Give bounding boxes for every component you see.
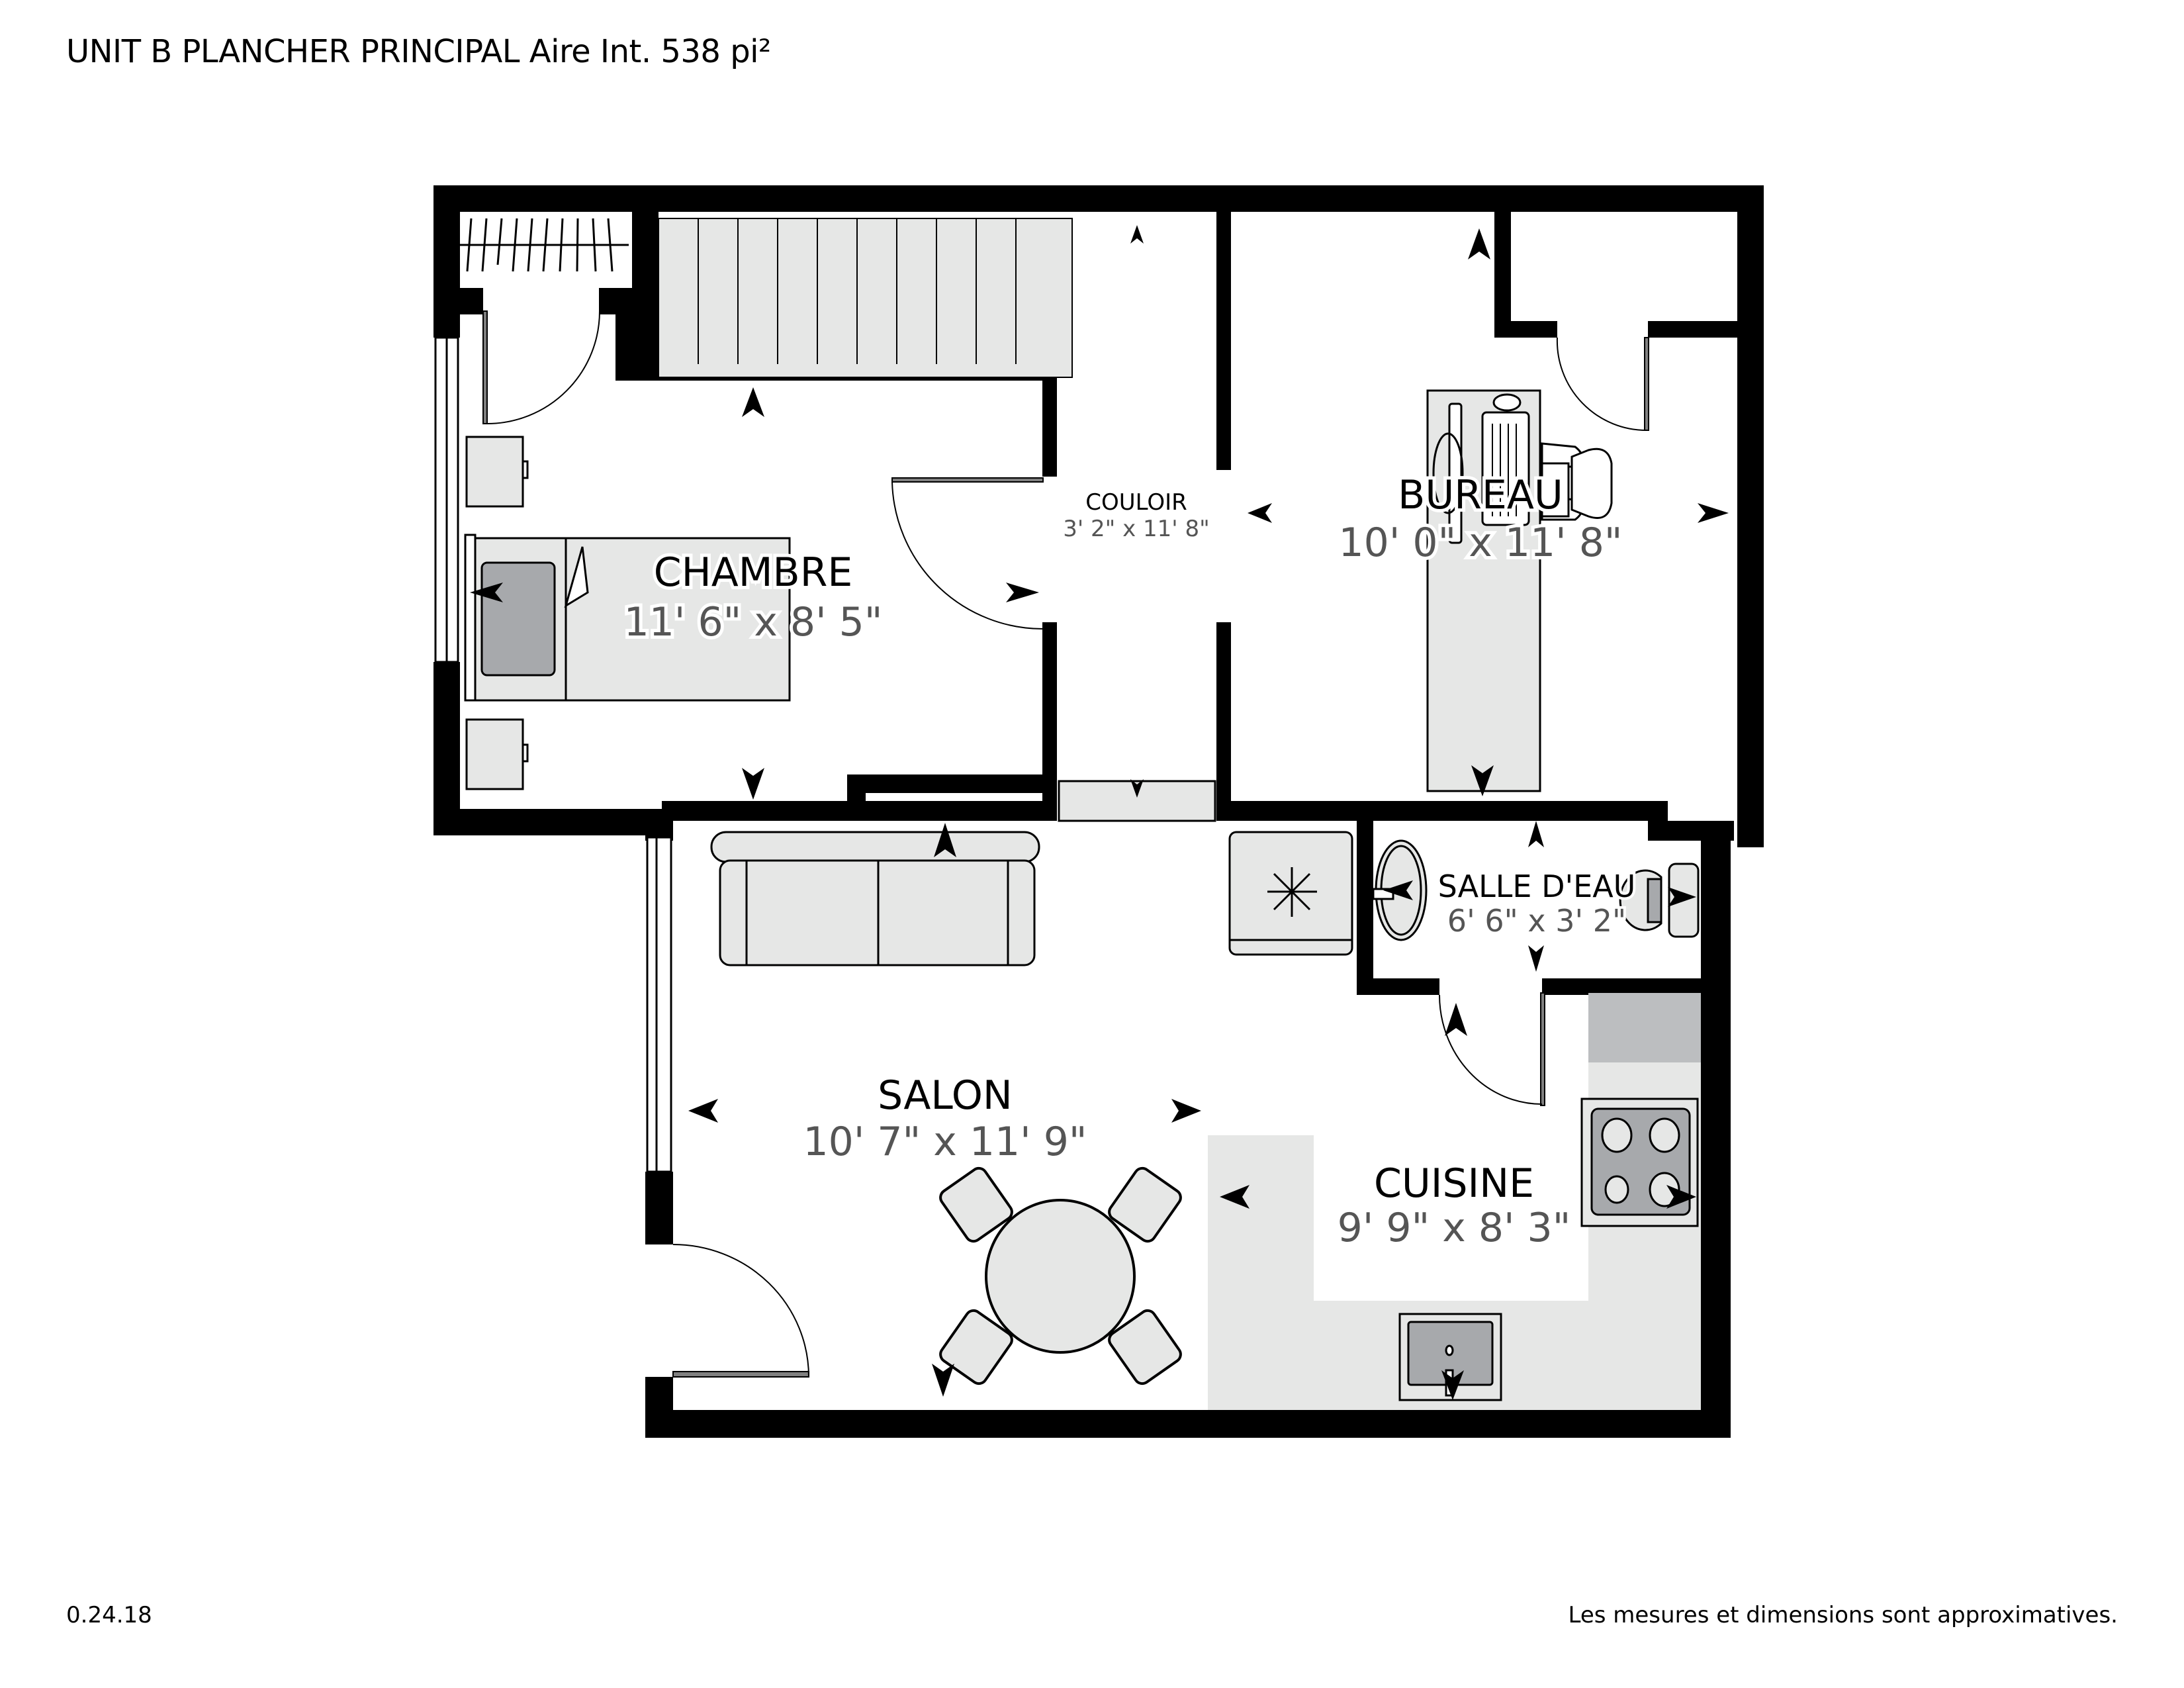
snowflake-icon [1267, 867, 1317, 917]
office-chair [1541, 442, 1613, 521]
room-chambre: CHAMBRE 11' 6" x 8' 5" [621, 546, 886, 649]
room-label-chambre: CHAMBRE [654, 549, 853, 596]
room-label-cuisine: CUISINE [1374, 1160, 1534, 1207]
windows [434, 336, 1216, 1173]
room-label-couloir: COULOIR [1085, 489, 1187, 516]
room-dims-cuisine: 9' 9" x 8' 3" [1338, 1205, 1571, 1251]
walls [433, 185, 1764, 1438]
bed [464, 534, 791, 702]
room-dims-bureau: 10' 0" x 11' 8" [1338, 520, 1622, 566]
arrow-right-icon [1006, 583, 1039, 602]
room-dims-chambre: 11' 6" x 8' 5" [624, 599, 883, 645]
room-bureau: BUREAU 10' 0" x 11' 8" [1335, 469, 1625, 569]
version-label: 0.24.18 [66, 1602, 152, 1628]
room-salon: SALON 10' 7" x 11' 9" [799, 1069, 1090, 1168]
room-label-salon: SALON [878, 1072, 1013, 1119]
nightstand-top [465, 436, 529, 508]
desk [1426, 389, 1541, 792]
nightstand-bottom [465, 718, 529, 790]
room-dims-couloir: 3' 2" x 11' 8" [1063, 516, 1209, 542]
arrow-left-icon [470, 583, 503, 602]
doors [482, 310, 1649, 1378]
room-couloir: COULOIR 3' 2" x 11' 8" [1061, 487, 1211, 544]
measure-arrows [470, 225, 1729, 1400]
dining-table [939, 1166, 1182, 1385]
staircase [460, 212, 1073, 378]
plan-title: UNIT B PLANCHER PRINCIPAL Aire Int. 538 … [66, 33, 771, 70]
room-label-bureau: BUREAU [1398, 472, 1563, 518]
stove [1580, 1098, 1699, 1227]
kitchen-counter [1208, 993, 1701, 1410]
room-salle-deau: SALLE D'EAU 6' 6" x 3' 2" [1435, 866, 1639, 941]
room-cuisine: CUISINE 9' 9" x 8' 3" [1334, 1157, 1574, 1254]
room-dims-salon: 10' 7" x 11' 9" [803, 1119, 1087, 1165]
disclaimer-text: Les mesures et dimensions sont approxima… [1568, 1602, 2118, 1628]
sofa [710, 831, 1040, 966]
room-dims-salle-deau: 6' 6" x 3' 2" [1447, 903, 1626, 939]
arrow-up-icon [742, 387, 764, 417]
arrow-down-icon [742, 768, 764, 800]
room-label-salle-deau: SALLE D'EAU [1438, 868, 1636, 904]
